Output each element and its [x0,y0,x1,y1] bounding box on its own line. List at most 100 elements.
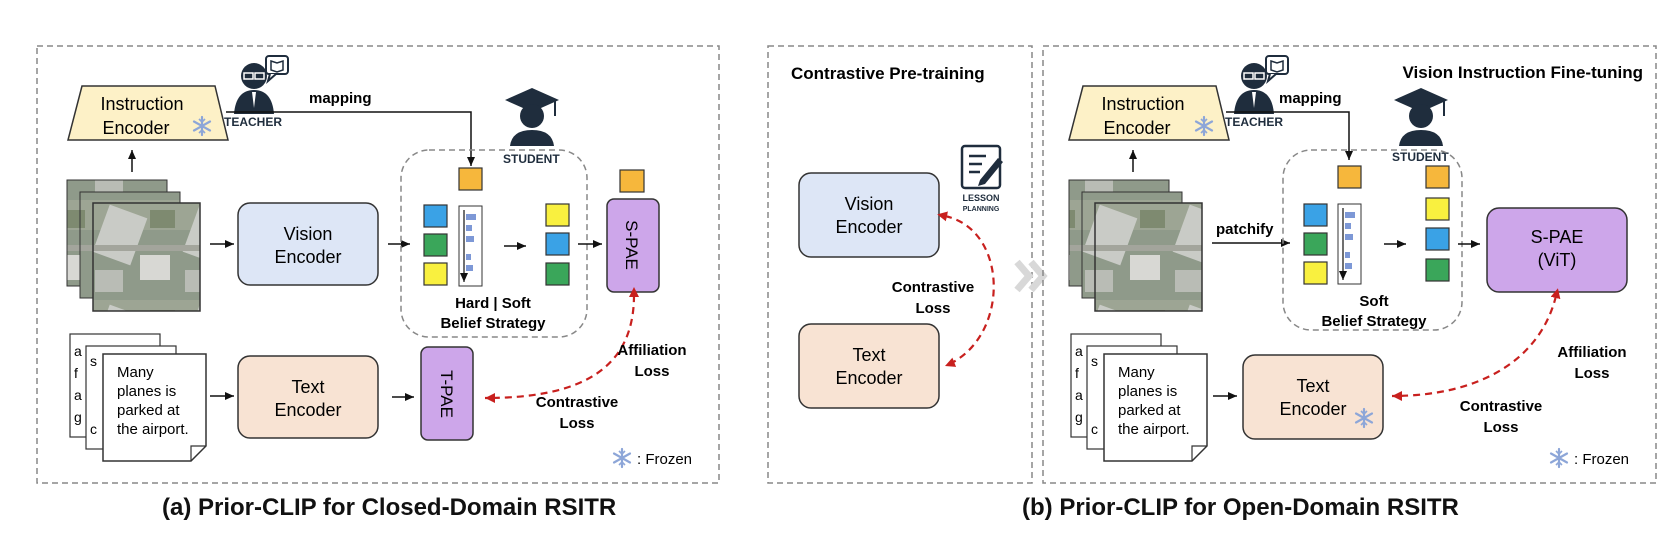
svg-text:g: g [1075,409,1083,425]
svg-text:Vision: Vision [845,194,894,214]
frozen-legend-icon-a [612,447,632,469]
svg-text:Loss: Loss [559,415,594,432]
instruction-encoder-a-line2: Encoder [102,118,169,138]
svg-text:g: g [74,409,82,425]
svg-text:Contrastive: Contrastive [892,279,975,296]
svg-text:(ViT): (ViT) [1538,250,1577,270]
svg-text:STUDENT: STUDENT [1392,150,1449,164]
frozen-legend-a: : Frozen [637,451,692,468]
svg-text:T-PAE: T-PAE [437,370,456,418]
mapping-label-a: mapping [309,90,372,107]
svg-text:Encoder: Encoder [1103,118,1170,138]
student-icon [1394,88,1448,146]
svg-text:Encoder: Encoder [274,400,341,420]
finetuning-frame [1042,45,1657,484]
caption-documents-b: a f a g s c Many planes is parked at the… [1070,333,1208,462]
svg-text:patchify: patchify [1216,221,1274,238]
svg-text:planes is: planes is [1118,383,1177,400]
strategy-label-a-line1: Hard | Soft [455,295,531,312]
vision-encoder-pre: Vision Encoder [798,172,940,258]
svg-text:Encoder: Encoder [835,217,902,237]
svg-text:Loss: Loss [915,300,950,317]
frozen-legend-icon-b [1549,447,1569,469]
frozen-legend-b: : Frozen [1574,451,1629,468]
svg-text:s: s [1091,353,1098,369]
svg-text:Loss: Loss [1483,419,1518,436]
svg-text:a: a [74,343,82,359]
svg-text:planes is: planes is [117,383,176,400]
aerial-image-stack-a [66,179,201,312]
svg-text:S-PAE: S-PAE [622,220,641,270]
sort-bars-icon-b [1337,203,1362,285]
svg-text:Many: Many [117,364,154,381]
svg-text:s: s [90,353,97,369]
student-icon [505,88,559,146]
contrastive-arc-b [1391,288,1561,401]
svg-text:Loss: Loss [1574,365,1609,382]
caption-a: (a) Prior-CLIP for Closed-Domain RSITR [162,494,617,521]
svg-text:S-PAE: S-PAE [1531,227,1584,247]
pretraining-title: Contrastive Pre-training [791,64,985,83]
panel-a-frame [36,45,720,484]
svg-text:Loss: Loss [634,363,669,380]
s-pae-vit-b: S-PAE (ViT) [1486,207,1628,293]
teacher-icon [1234,55,1289,114]
svg-text:Affiliation: Affiliation [617,342,686,359]
svg-text:TEACHER: TEACHER [1225,115,1283,129]
token-yellow [423,262,448,286]
svg-text:a: a [1075,343,1083,359]
strategy-label-a-line2: Belief Strategy [440,315,546,332]
token-blue [423,204,448,228]
mapping-arrow-a [226,111,475,166]
instruction-encoder-a: Instruction Encoder [67,85,229,141]
svg-text:Text: Text [1296,376,1329,396]
transition-chevrons [1014,259,1048,293]
svg-text:a: a [74,387,82,403]
svg-text:Many: Many [1118,364,1155,381]
svg-text:f: f [1075,365,1079,381]
token-green [423,233,448,257]
svg-text:c: c [1091,421,1098,437]
svg-text:Soft: Soft [1359,293,1388,310]
svg-text:the airport.: the airport. [117,421,189,438]
teacher-icon [234,55,289,114]
contrastive-arc-a [484,287,639,403]
s-pae-a: S-PAE [606,198,660,293]
svg-text:a: a [1075,387,1083,403]
svg-text:Vision: Vision [284,224,333,244]
instruction-encoder-a-line1: Instruction [100,94,183,114]
svg-text:parked at: parked at [117,402,180,419]
lesson-planning-icon [960,144,1003,190]
teacher-label-a: TEACHER [224,115,282,129]
svg-text:mapping: mapping [1279,90,1342,107]
belief-strategy-region-b [1282,149,1463,331]
svg-text:parked at: parked at [1118,402,1181,419]
svg-text:LESSON: LESSON [962,193,999,203]
svg-text:Encoder: Encoder [1279,399,1346,419]
svg-text:PLANNING: PLANNING [963,206,1000,213]
svg-text:c: c [90,421,97,437]
svg-text:Text: Text [852,345,885,365]
svg-text:Instruction: Instruction [1101,94,1184,114]
sort-bars-icon-a [458,205,483,287]
student-label-a: STUDENT [503,152,560,166]
aerial-image-stack-b [1068,179,1203,312]
svg-text:Encoder: Encoder [835,368,902,388]
svg-text:Encoder: Encoder [274,247,341,267]
svg-text:Contrastive: Contrastive [1460,398,1543,415]
svg-text:Affiliation: Affiliation [1557,344,1626,361]
svg-text:Text: Text [291,377,324,397]
svg-text:Belief Strategy: Belief Strategy [1321,313,1427,330]
svg-text:Contrastive: Contrastive [536,394,619,411]
svg-text:f: f [74,365,78,381]
t-pae-a: T-PAE [420,346,474,441]
vision-encoder-a: Vision Encoder [237,202,379,286]
svg-text:the airport.: the airport. [1118,421,1190,438]
caption-b: (b) Prior-CLIP for Open-Domain RSITR [1022,494,1459,521]
text-encoder-b: Text Encoder [1242,354,1384,440]
caption-documents-a: a f a g s c Many planes is parked at the… [69,333,207,462]
text-encoder-a: Text Encoder [237,355,379,439]
instruction-encoder-b: Instruction Encoder [1068,85,1230,141]
finetuning-title: Vision Instruction Fine-tuning [1402,63,1643,82]
